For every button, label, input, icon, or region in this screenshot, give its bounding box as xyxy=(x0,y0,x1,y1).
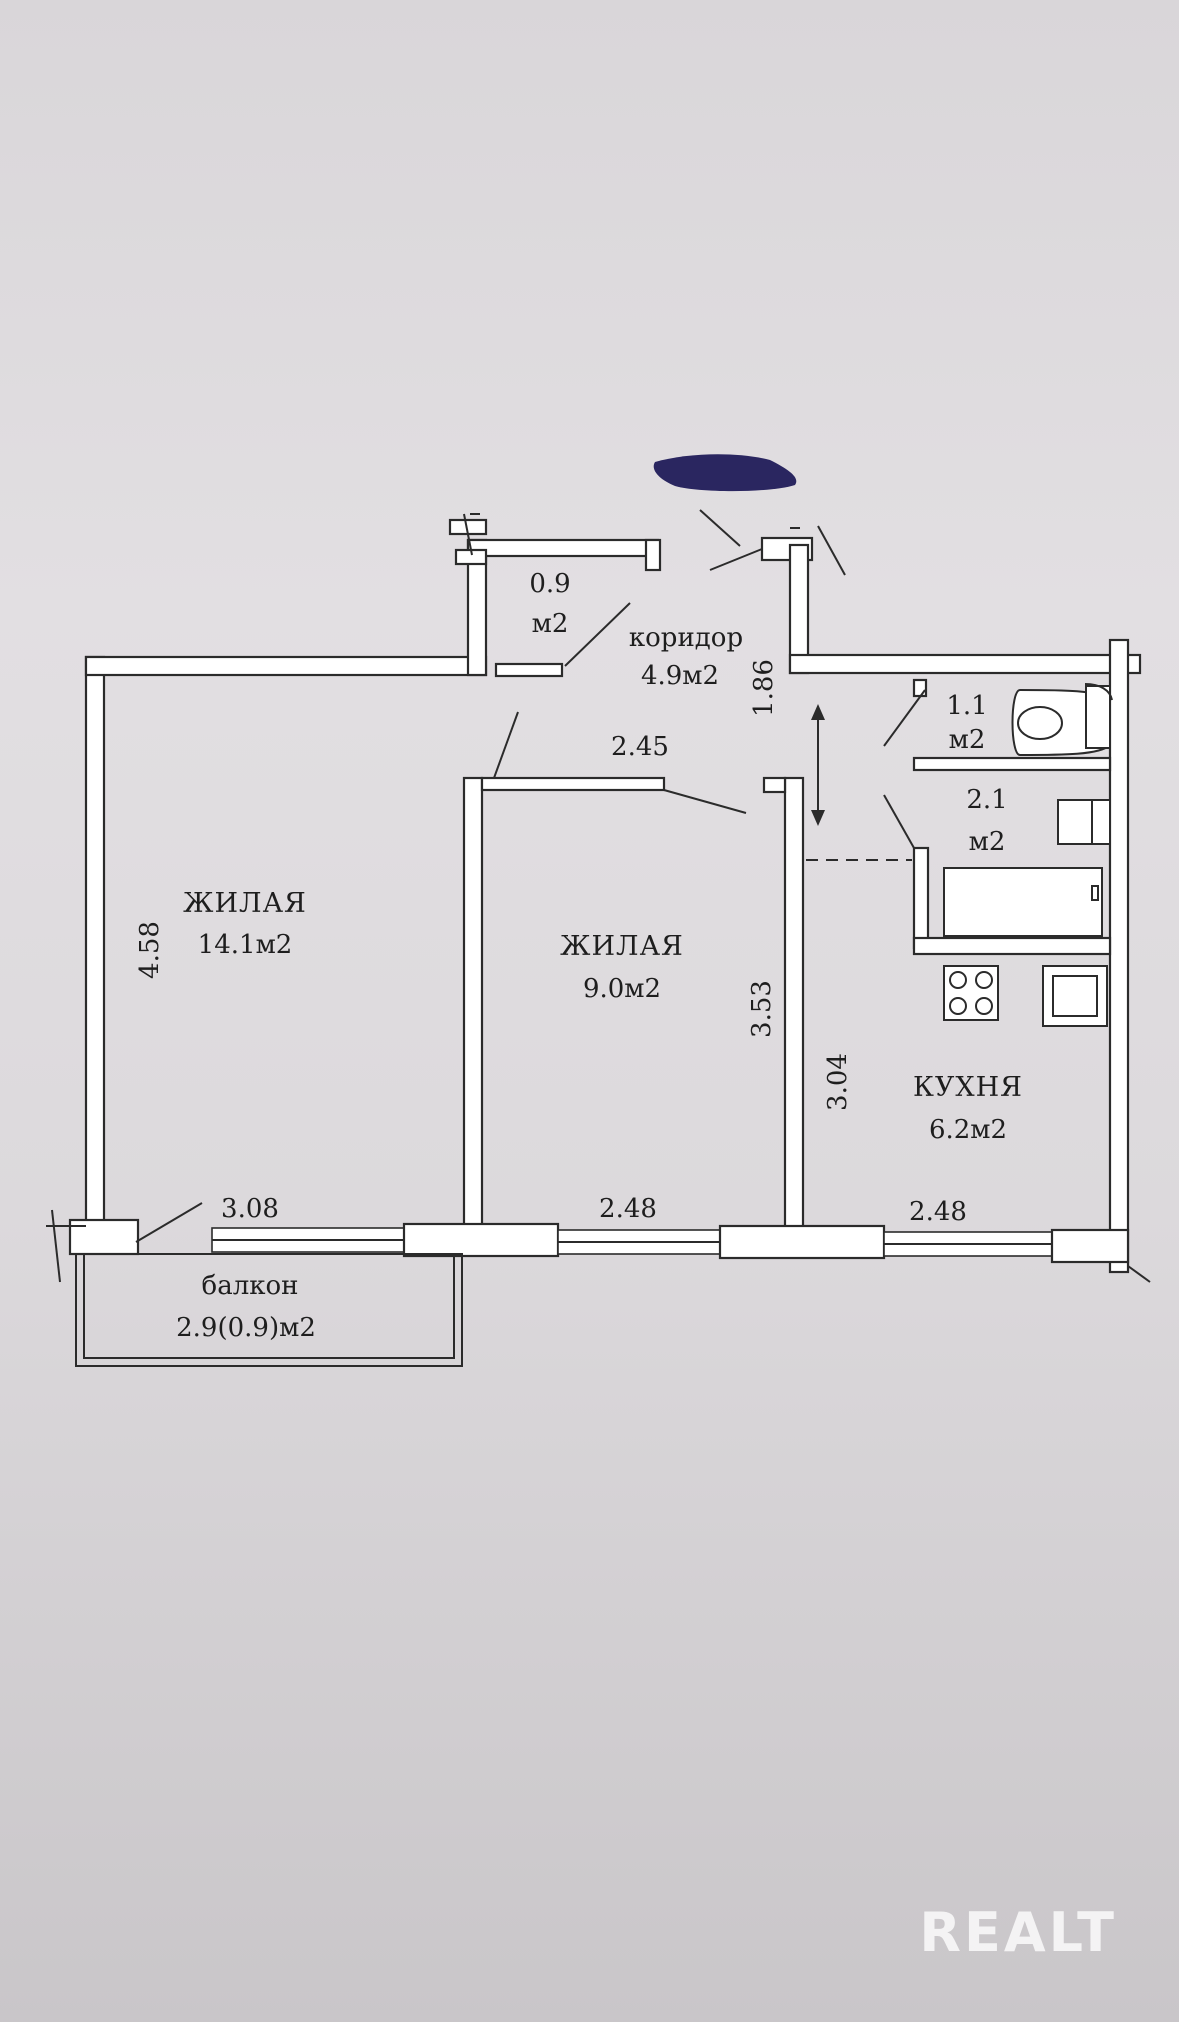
wall-left-outer xyxy=(84,655,106,1229)
room-area-toilet-value: 1.1 xyxy=(946,691,987,721)
dim-corridor-width: 2.45 xyxy=(611,732,669,762)
dim-kitchen-height: 3.04 xyxy=(823,1053,853,1111)
realt-watermark: REALT xyxy=(919,1901,1117,1964)
room-area-living1: 14.1м2 xyxy=(198,930,293,960)
dim-living2-height: 3.53 xyxy=(747,980,777,1038)
dim-living1-width: 3.08 xyxy=(221,1194,279,1224)
height-arrow xyxy=(811,704,825,826)
redaction-mark xyxy=(653,454,797,492)
room-area-closet-unit: м2 xyxy=(532,609,569,639)
wall-bottom-pier-2 xyxy=(402,1222,560,1258)
room-label-kitchen: КУХНЯ xyxy=(913,1072,1023,1103)
dim-corridor-height: 1.86 xyxy=(749,659,779,717)
bathtub-fixture xyxy=(943,867,1103,937)
stove-fixture xyxy=(943,965,999,1021)
wall-corridor-right xyxy=(788,543,810,675)
kitchen-cabinet xyxy=(1042,965,1108,1027)
wall-top-right xyxy=(788,653,1142,675)
wall-end-marks xyxy=(46,513,1151,1283)
wall-top-left-room xyxy=(84,655,488,677)
dim-living1-height: 4.58 xyxy=(135,921,165,979)
door-swings xyxy=(135,509,926,1243)
wall-bath-left xyxy=(912,846,930,950)
room-area-kitchen: 6.2м2 xyxy=(929,1115,1007,1145)
wall-living2-top xyxy=(480,776,666,792)
wall-closet-bottom xyxy=(494,662,564,678)
room-area-living2: 9.0м2 xyxy=(583,974,661,1004)
room-label-living2: ЖИЛАЯ xyxy=(560,931,684,962)
wall-toilet-bottom xyxy=(912,756,1112,772)
wall-bottom-pier-3 xyxy=(718,1224,886,1260)
wall-bath-bottom xyxy=(912,936,1112,956)
room-label-balcony: балкон xyxy=(202,1271,299,1301)
wall-partition-1 xyxy=(462,776,484,1230)
dim-kitchen-width: 2.48 xyxy=(909,1197,967,1227)
wall-toilet-stub xyxy=(912,678,928,698)
toilet-fixture xyxy=(1011,683,1113,757)
wall-partition-2 xyxy=(783,776,805,1230)
room-area-corridor: 4.9м2 xyxy=(641,661,719,691)
balcony-inner xyxy=(83,1253,455,1359)
dim-living2-width: 2.48 xyxy=(599,1194,657,1224)
wall-living2-top-stub xyxy=(762,776,787,794)
wall-right-outer xyxy=(1108,638,1130,1274)
wall-closet-stub xyxy=(644,538,662,572)
room-label-living1: ЖИЛАЯ xyxy=(183,888,307,919)
room-label-corridor: коридор xyxy=(629,623,743,653)
room-area-balcony: 2.9(0.9)м2 xyxy=(176,1313,316,1343)
room-area-bathroom-unit: м2 xyxy=(969,827,1006,857)
wall-closet-top xyxy=(466,538,660,558)
room-area-closet-value: 0.9 xyxy=(529,569,570,599)
wall-bottom-right-pier xyxy=(1050,1228,1130,1264)
sink-fixture xyxy=(1057,799,1111,845)
room-area-toilet-unit: м2 xyxy=(949,725,986,755)
room-area-bathroom-value: 2.1 xyxy=(966,785,1007,815)
